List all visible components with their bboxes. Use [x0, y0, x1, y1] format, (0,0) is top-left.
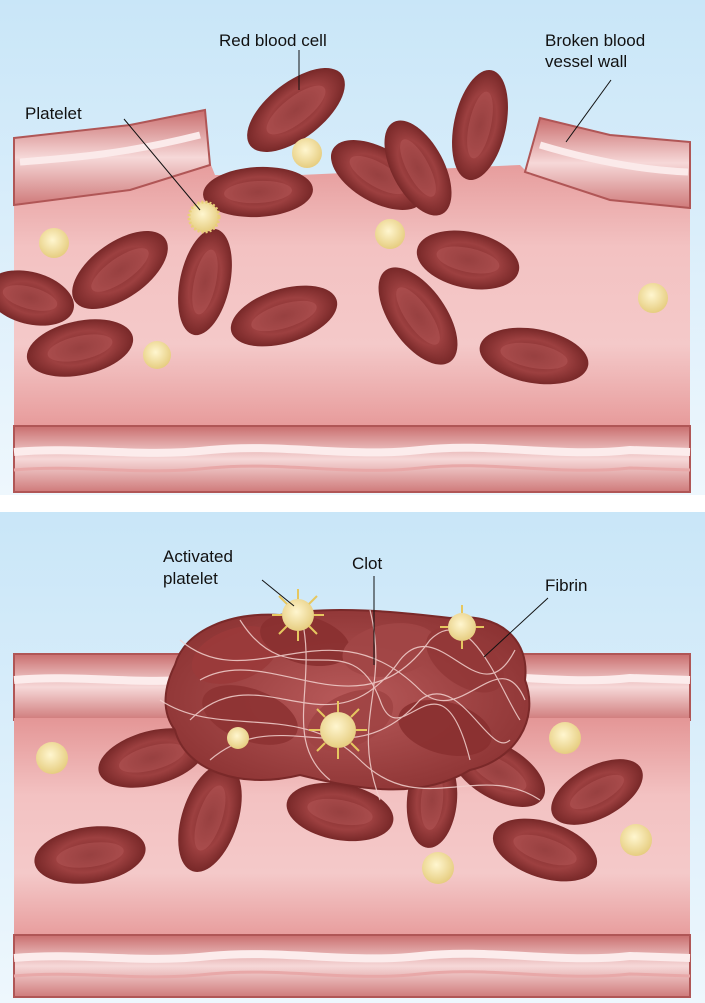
- label-red-blood-cell: Red blood cell: [219, 31, 327, 50]
- vessel-wall-bottom: [14, 426, 690, 492]
- panel-intact-to-broken: Red blood cell Platelet Broken blood ves…: [0, 0, 705, 495]
- platelet: [39, 228, 69, 258]
- activated-platelet: [309, 701, 367, 759]
- label-fibrin: Fibrin: [545, 576, 588, 595]
- activated-platelet: [272, 589, 324, 641]
- platelet: [143, 341, 171, 369]
- platelet: [422, 852, 454, 884]
- activated-platelet: [227, 727, 249, 749]
- label-activated-line2: platelet: [163, 569, 218, 588]
- platelet: [292, 138, 322, 168]
- platelet: [375, 219, 405, 249]
- panel-clot-formation: Activated platelet Clot Fibrin: [0, 512, 705, 1003]
- platelet: [189, 202, 219, 232]
- platelet: [638, 283, 668, 313]
- label-clot: Clot: [352, 554, 383, 573]
- label-broken-wall-line2: vessel wall: [545, 52, 627, 71]
- platelet: [549, 722, 581, 754]
- label-activated-line1: Activated: [163, 547, 233, 566]
- platelet: [36, 742, 68, 774]
- vessel-wall-bottom: [14, 935, 690, 997]
- label-platelet: Platelet: [25, 104, 82, 123]
- platelet: [620, 824, 652, 856]
- label-broken-wall-line1: Broken blood: [545, 31, 645, 50]
